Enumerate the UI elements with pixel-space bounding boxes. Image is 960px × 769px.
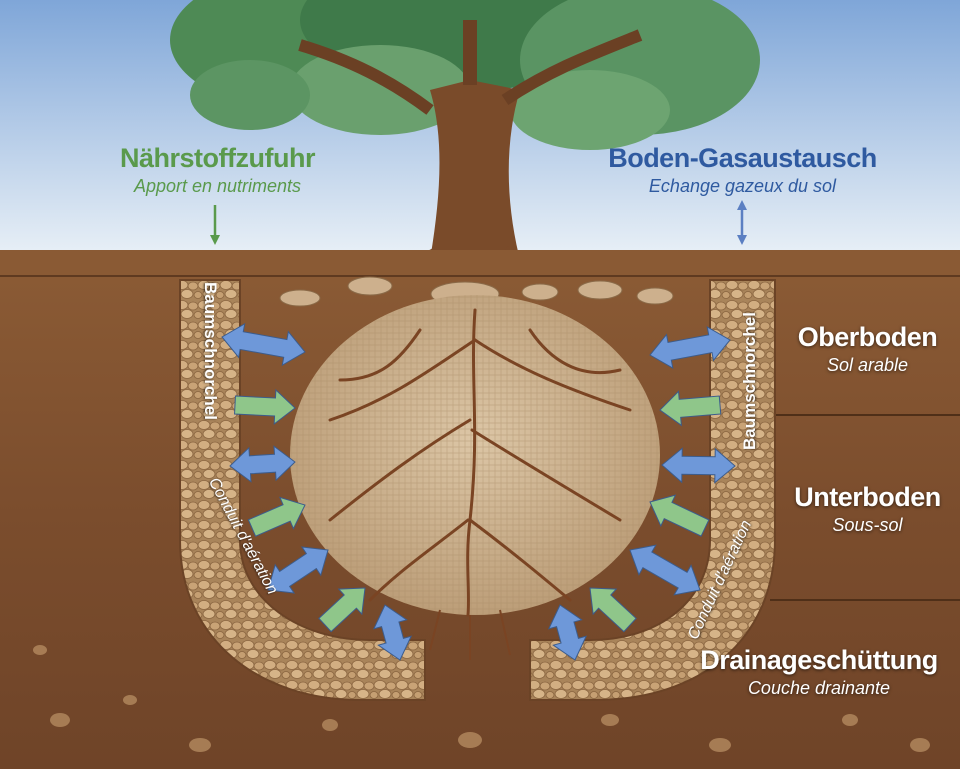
topsoil-fr: Sol arable [826, 355, 909, 375]
nutrient-arrow-5 [318, 587, 366, 633]
drainage-de: Drainageschüttung [700, 645, 938, 675]
topsoil-de: Oberboden [797, 322, 938, 352]
root-ball [290, 295, 660, 660]
ground-surface [0, 250, 960, 276]
nutrient-arrow-8 [659, 390, 722, 427]
deep-pebbles [33, 645, 930, 752]
gas-exchange-arrow-0 [221, 322, 306, 367]
layer-topsoil-label: Oberboden Sol arable [785, 322, 950, 376]
drainage-fr: Couche drainante [747, 678, 891, 698]
nutrient-arrow-1 [234, 388, 296, 426]
nutrient-arrow-3 [247, 496, 306, 537]
nutrient-label-de: Nährstoffzufuhr [120, 143, 315, 173]
gas-exchange-label: Boden-Gasaustausch Echange gazeux du sol [590, 143, 895, 197]
left-snorkel-gravel [179, 279, 426, 701]
gas-exchange-arrow-2 [229, 445, 296, 483]
right-snorkel-label: Baumschnorchel [740, 312, 759, 450]
nutrient-label: Nährstoffzufuhr Apport en nutriments [95, 143, 340, 197]
gas-exchange-arrow-9 [661, 447, 736, 484]
layer-subsoil-label: Unterboden Sous-sol [780, 482, 955, 536]
gas-exchange-arrow-6 [372, 604, 413, 661]
nutrient-arrow-10 [649, 494, 710, 537]
subsoil-fr: Sous-sol [832, 515, 903, 535]
gas-exchange-arrow-7 [649, 326, 731, 369]
gas-exchange-arrow-13 [547, 604, 588, 661]
nutrient-label-fr: Apport en nutriments [133, 176, 302, 196]
left-snorkel-label: Baumschnorchel [201, 282, 220, 420]
subsoil-de: Unterboden [794, 482, 941, 512]
layer-drainage-label: Drainageschüttung Couche drainante [688, 645, 950, 699]
gas-exchange-arrow-4 [267, 546, 329, 594]
gas-exchange-label-fr: Echange gazeux du sol [648, 176, 837, 196]
nutrient-arrow-12 [589, 587, 637, 633]
gas-exchange-label-de: Boden-Gasaustausch [608, 143, 877, 173]
gas-exchange-arrow-11 [629, 544, 701, 596]
